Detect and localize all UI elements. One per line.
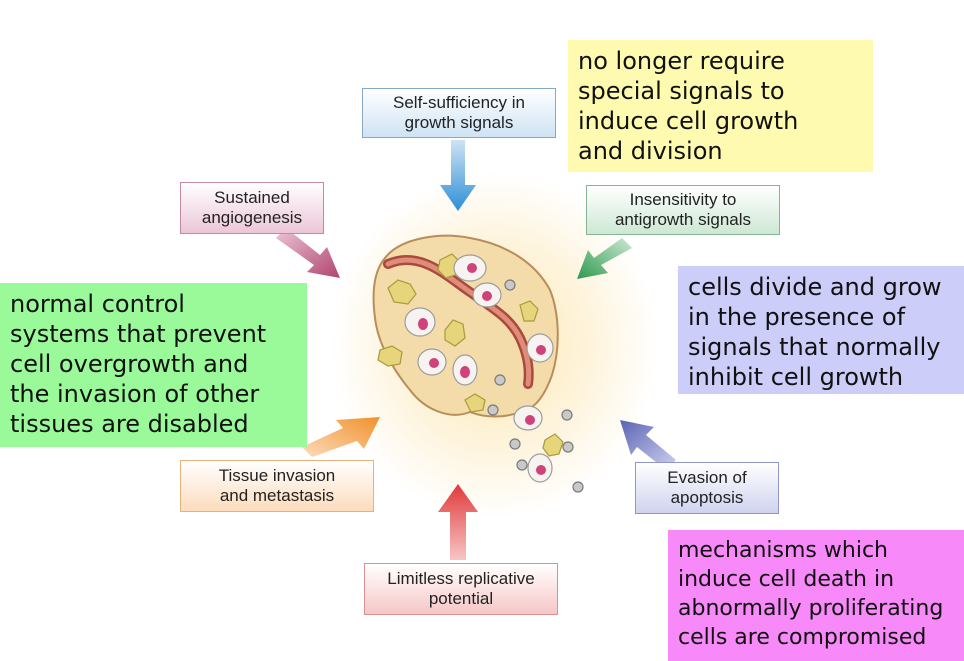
label-evasion: Evasion of apoptosis — [635, 462, 779, 514]
note-line: and division — [578, 137, 723, 165]
note-line: induce cell death in — [678, 567, 895, 592]
note-line: signals that normally — [688, 333, 941, 361]
arrow-insensitivity — [577, 238, 632, 279]
lymphocytes — [487, 279, 584, 493]
label-tissue-invasion: Tissue invasion and metastasis — [180, 460, 374, 512]
note-line: inhibit cell growth — [688, 363, 904, 391]
note-antigrowth: cells divide and grow in the presence of… — [678, 266, 964, 394]
label-limitless: Limitless replicative potential — [364, 563, 558, 615]
note-line: in the presence of — [688, 303, 906, 331]
note-line: no longer require — [578, 47, 785, 75]
note-line: tissues are disabled — [10, 410, 249, 438]
note-line: the invasion of other — [10, 380, 260, 408]
arrow-limitless — [438, 484, 478, 560]
note-line: normal control — [10, 290, 185, 318]
note-line: mechanisms which — [678, 538, 888, 563]
label-self-sufficiency: Self-sufficiency in growth signals — [362, 88, 556, 138]
blood-vessel-lumen — [385, 257, 532, 387]
note-line: systems that prevent — [10, 320, 267, 348]
tumor-cells — [404, 254, 554, 483]
label-insensitivity: Insensitivity to antigrowth signals — [586, 185, 780, 235]
label-limitless-line2: potential — [428, 589, 494, 608]
arrow-evasion — [620, 420, 676, 470]
note-apoptosis: mechanisms which induce cell death in ab… — [668, 530, 964, 661]
note-line: cells divide and grow — [688, 273, 942, 301]
arrow-angiogenesis — [276, 228, 340, 278]
note-line: cell overgrowth and — [10, 350, 249, 378]
label-evasion-line1: Evasion of — [667, 468, 747, 487]
label-self-sufficiency-line1: Self-sufficiency in — [393, 93, 525, 112]
note-growth-signals: no longer require special signals to ind… — [568, 40, 873, 172]
arrow-self-sufficiency — [440, 140, 476, 211]
note-control-systems: normal control systems that prevent cell… — [0, 283, 307, 447]
note-line: abnormally proliferating — [678, 596, 944, 621]
note-line: induce cell growth — [578, 107, 799, 135]
label-angiogenesis-line2: angiogenesis — [201, 208, 303, 227]
label-limitless-line1: Limitless replicative — [387, 569, 535, 588]
label-tissue-invasion-line2: and metastasis — [219, 486, 335, 505]
label-tissue-invasion-line1: Tissue invasion — [218, 466, 336, 485]
arrow-tissue-invasion — [302, 417, 380, 457]
note-line: special signals to — [578, 77, 785, 105]
note-line: cells are compromised — [678, 625, 927, 650]
label-angiogenesis: Sustained angiogenesis — [180, 182, 324, 234]
label-angiogenesis-line1: Sustained — [214, 188, 290, 207]
label-evasion-line2: apoptosis — [670, 488, 744, 507]
label-insensitivity-line2: antigrowth signals — [614, 210, 752, 229]
label-insensitivity-line1: Insensitivity to — [629, 190, 737, 209]
label-self-sufficiency-line2: growth signals — [404, 113, 514, 132]
